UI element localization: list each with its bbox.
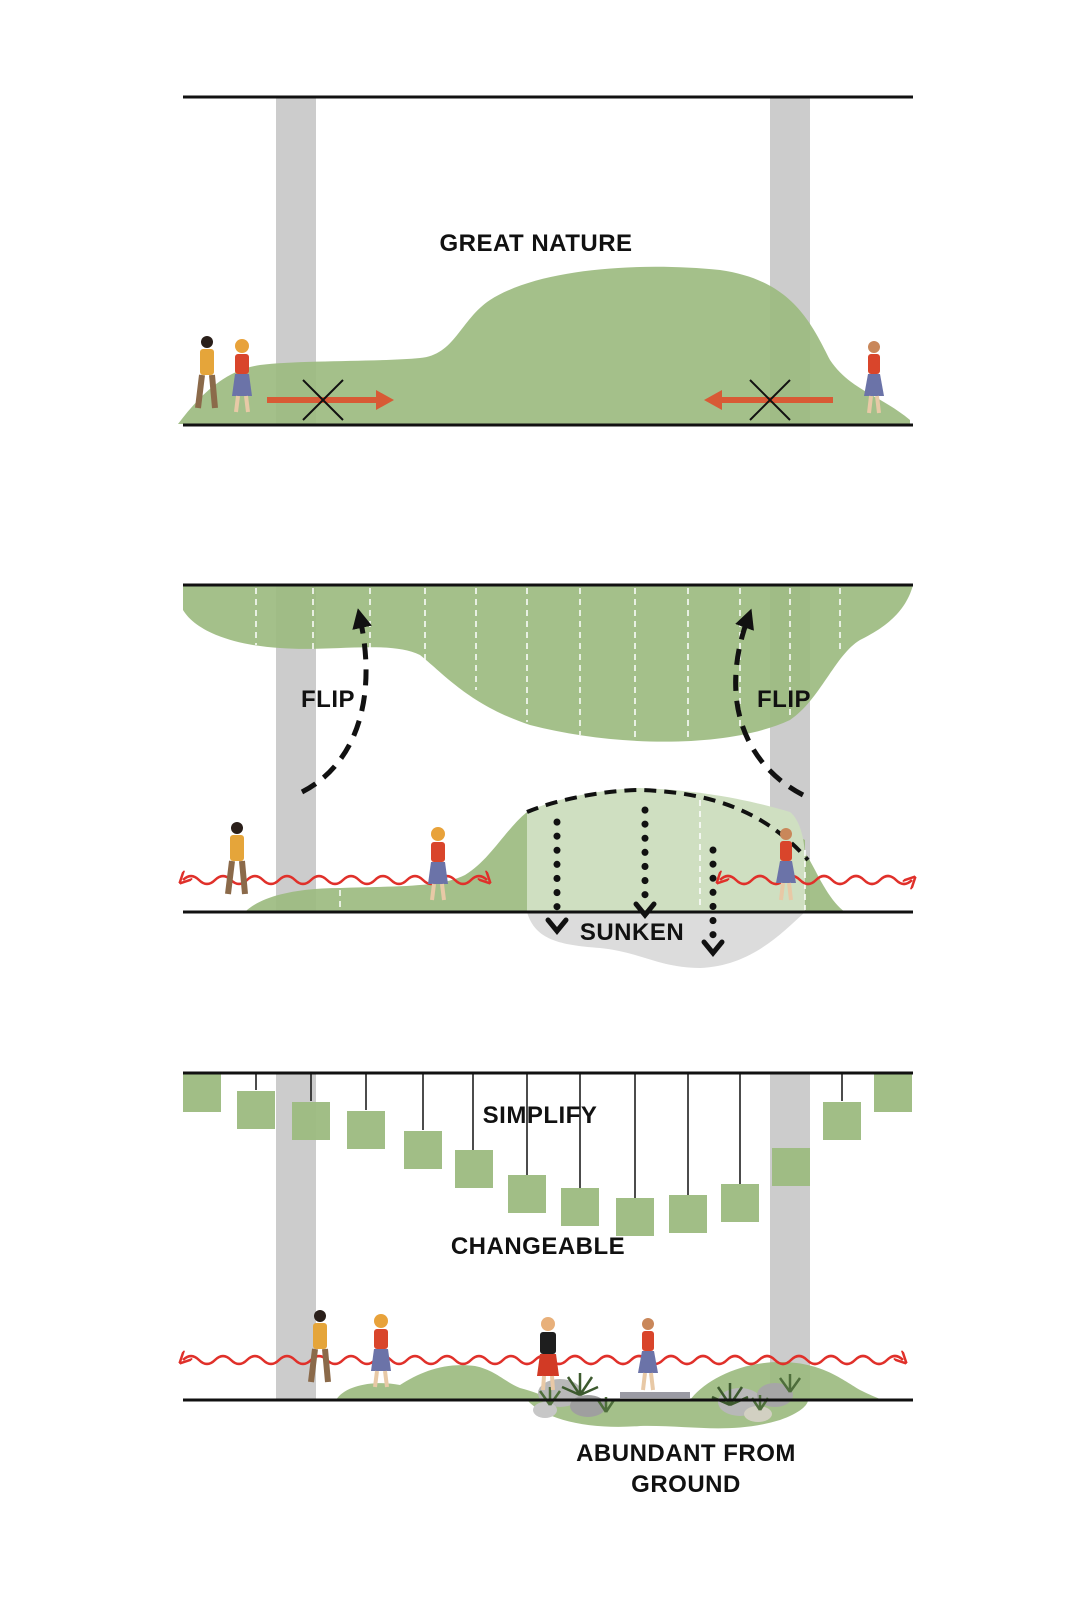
label-flip-left: FLIP [301, 686, 355, 713]
panel-great-nature: GREAT NATURE [178, 95, 913, 427]
label-great-nature: GREAT NATURE [439, 230, 632, 257]
hanging-strings [255, 1073, 843, 1198]
planter [823, 1102, 861, 1140]
column-right [770, 1073, 810, 1400]
wavy-path-right [720, 876, 912, 884]
lower-mound [245, 812, 527, 912]
planter [616, 1198, 654, 1236]
sunken-dashed-outline [526, 787, 810, 862]
person-walking-woman [232, 339, 252, 413]
person-walking-woman [371, 1314, 391, 1388]
flip-arrow-left [300, 608, 372, 795]
label-abundant-line2: GROUND [631, 1471, 741, 1498]
label-changeable: CHANGEABLE [451, 1233, 625, 1260]
planter [874, 1074, 912, 1112]
planter [561, 1188, 599, 1226]
planter [404, 1131, 442, 1169]
sunken-ground [527, 912, 805, 968]
sunken-arrows [553, 806, 717, 944]
planter [183, 1074, 221, 1112]
sunken-arrow-heads [545, 901, 725, 957]
planter [347, 1111, 385, 1149]
panel-simplify-changeable: SIMPLIFY CHANGEABLE ABUNDANT FROM GROUND [183, 1071, 913, 1498]
planter [721, 1184, 759, 1222]
label-abundant-line1: ABUNDANT FROM [576, 1440, 796, 1467]
person-walking-man [195, 336, 218, 409]
person-walking-woman [428, 827, 448, 901]
person-standing-woman-black [537, 1317, 559, 1391]
person-standing-woman [864, 341, 884, 414]
planter [237, 1091, 275, 1129]
planter [455, 1150, 493, 1188]
green-mound [178, 266, 910, 424]
lower-dashed-dividers [339, 800, 806, 910]
planter [669, 1195, 707, 1233]
person-walking-man [225, 822, 248, 895]
planter [508, 1175, 546, 1213]
label-sunken: SUNKEN [580, 919, 684, 946]
ground-mound-left [336, 1365, 550, 1400]
canopy-dashed-dividers [255, 588, 841, 740]
label-flip-right: FLIP [757, 686, 811, 713]
blocked-arrow-left [267, 379, 394, 421]
sunken-light-zone [527, 788, 805, 912]
panel-flip-sunken: FLIP FLIP SUNKEN [183, 583, 913, 968]
hanging-planters [183, 1074, 912, 1236]
person-walking-man [308, 1310, 331, 1383]
walkway [620, 1392, 690, 1398]
blocked-arrow-right [704, 379, 833, 421]
person-standing-woman [638, 1318, 658, 1391]
planter [292, 1102, 330, 1140]
label-simplify: SIMPLIFY [483, 1102, 598, 1129]
person-standing-woman [776, 828, 796, 901]
planter [772, 1148, 810, 1186]
